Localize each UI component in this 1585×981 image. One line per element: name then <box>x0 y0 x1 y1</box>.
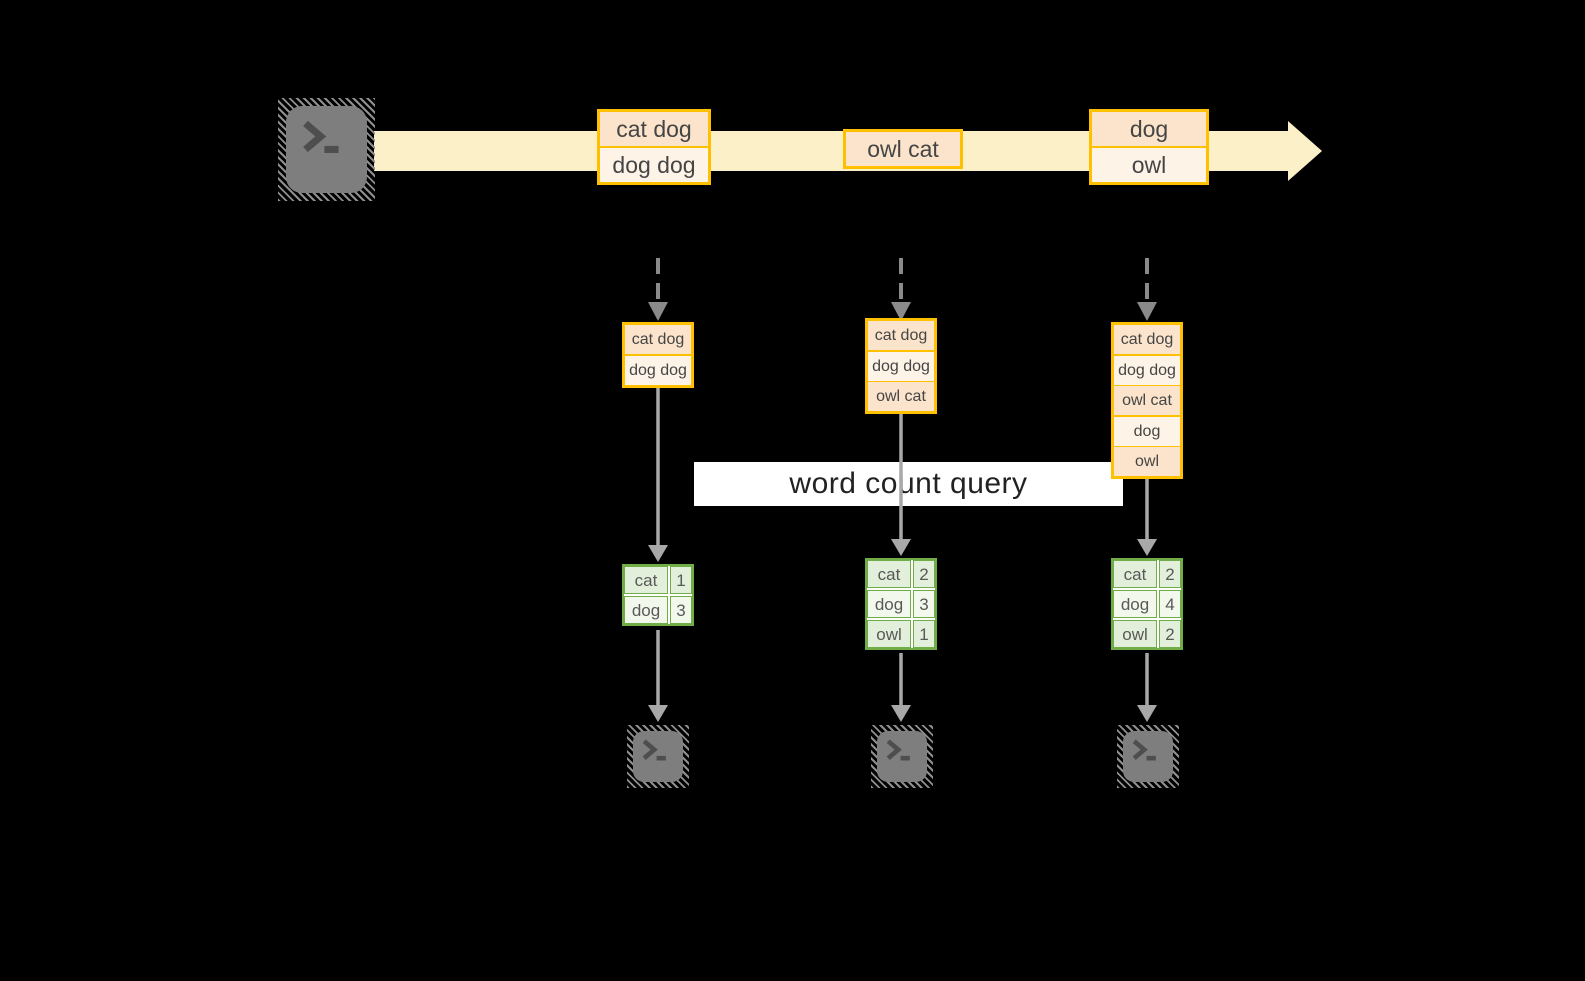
table-cell-word: dog <box>1113 590 1157 618</box>
dashed-arrowhead-3 <box>1137 302 1157 321</box>
word-count-table-1: cat 1 dog 3 <box>622 564 694 626</box>
sink-arrowhead-3 <box>1137 705 1157 722</box>
table-cell-word: owl <box>1113 620 1157 648</box>
batch-row: dog <box>1114 416 1180 446</box>
terminal-screen <box>286 106 367 193</box>
table-cell-word: dog <box>867 590 911 618</box>
source-terminal-icon <box>278 98 375 201</box>
query-arrowhead-2 <box>891 539 911 556</box>
table-cell-count: 3 <box>913 590 935 618</box>
sink-terminal-icon-3 <box>1117 725 1179 788</box>
event-row: owl <box>1092 148 1206 182</box>
table-cell-count: 1 <box>913 620 935 648</box>
event-row: owl cat <box>846 132 960 166</box>
table-cell-word: cat <box>1113 560 1157 588</box>
batch-row: cat dog <box>625 325 691 354</box>
batch-row: owl cat <box>1114 386 1180 415</box>
event-row: dog dog <box>600 148 708 182</box>
terminal-screen <box>633 731 683 782</box>
stream-event-batch-1: cat dog dog dog <box>597 109 711 185</box>
query-label-band: word count query <box>694 462 1123 506</box>
terminal-prompt-icon <box>1132 739 1156 761</box>
table-cell-count: 2 <box>1159 560 1181 588</box>
sink-arrowhead-1 <box>648 705 668 722</box>
terminal-prompt-icon <box>642 739 666 761</box>
sink-terminal-icon-1 <box>627 725 689 788</box>
table-cell-count: 2 <box>913 560 935 588</box>
micro-batch-stack-2: cat dog dog dog owl cat <box>865 318 937 414</box>
dashed-arrowhead-2 <box>891 302 911 321</box>
batch-row: dog dog <box>625 355 691 385</box>
event-row: cat dog <box>600 112 708 146</box>
batch-row: owl cat <box>868 382 934 411</box>
stream-event-batch-2: owl cat <box>843 129 963 169</box>
stream-event-batch-3: dog owl <box>1089 109 1209 185</box>
table-cell-count: 2 <box>1159 620 1181 648</box>
query-arrowhead-1 <box>648 545 668 562</box>
batch-row: dog dog <box>1114 355 1180 385</box>
event-row: dog <box>1092 112 1206 146</box>
micro-batch-stack-1: cat dog dog dog <box>622 322 694 388</box>
word-count-table-2: cat 2 dog 3 owl 1 <box>865 558 937 650</box>
query-arrowhead-3 <box>1137 539 1157 556</box>
sink-arrowhead-2 <box>891 705 911 722</box>
word-count-table-3: cat 2 dog 4 owl 2 <box>1111 558 1183 650</box>
terminal-screen <box>877 731 927 782</box>
batch-row: cat dog <box>1114 325 1180 354</box>
batch-row: owl <box>1114 447 1180 476</box>
terminal-prompt-icon <box>886 739 910 761</box>
sink-terminal-icon-2 <box>871 725 933 788</box>
table-cell-word: owl <box>867 620 911 648</box>
batch-row: dog dog <box>868 351 934 381</box>
micro-batch-stack-3: cat dog dog dog owl cat dog owl <box>1111 322 1183 479</box>
table-cell-count: 1 <box>670 566 692 594</box>
table-cell-word: cat <box>624 566 668 594</box>
batch-row: cat dog <box>868 321 934 350</box>
table-cell-count: 4 <box>1159 590 1181 618</box>
terminal-screen <box>1123 731 1173 782</box>
query-label: word count query <box>789 467 1028 500</box>
table-cell-count: 3 <box>670 596 692 624</box>
terminal-prompt-icon <box>303 120 339 153</box>
stream-arrowhead-icon <box>1288 121 1322 181</box>
table-cell-word: cat <box>867 560 911 588</box>
dashed-arrowhead-1 <box>648 302 668 321</box>
table-cell-word: dog <box>624 596 668 624</box>
